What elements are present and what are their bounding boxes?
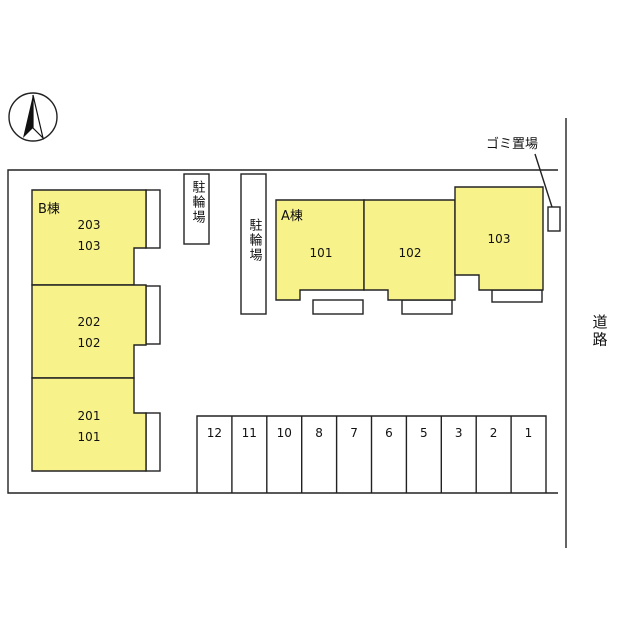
room-101: 101 bbox=[310, 246, 333, 260]
site-boundary bbox=[7, 169, 558, 494]
garbage-area-label: ゴミ置場 bbox=[486, 136, 538, 152]
room-b-103: 103 bbox=[78, 239, 101, 253]
room-b-102: 102 bbox=[78, 336, 101, 350]
parking-space-3: 3 bbox=[455, 426, 463, 440]
parking-space-5: 5 bbox=[420, 426, 428, 440]
unit-b-201-101 bbox=[31, 377, 147, 472]
room-b-203: 203 bbox=[78, 218, 101, 232]
balcony-102 bbox=[401, 299, 453, 315]
parking-space-12: 12 bbox=[207, 426, 222, 440]
room-b-101: 101 bbox=[78, 430, 101, 444]
parking-space-7: 7 bbox=[350, 426, 358, 440]
bicycle-parking-2 bbox=[240, 173, 267, 315]
balcony-101 bbox=[312, 299, 364, 315]
room-103: 103 bbox=[488, 232, 511, 246]
parking-space-1: 1 bbox=[525, 426, 533, 440]
room-102: 102 bbox=[399, 246, 422, 260]
balcony-b-201 bbox=[145, 412, 161, 472]
parking-space-6: 6 bbox=[385, 426, 393, 440]
garbage-area bbox=[547, 206, 561, 232]
parking-area: 12 11 10 8 7 6 5 3 2 1 bbox=[196, 415, 547, 493]
balcony-103 bbox=[491, 289, 543, 303]
parking-space-8: 8 bbox=[315, 426, 323, 440]
bicycle-parking-1 bbox=[183, 173, 210, 245]
building-a-label: A棟 bbox=[281, 209, 303, 224]
parking-lines bbox=[196, 415, 547, 493]
parking-space-10: 10 bbox=[277, 426, 292, 440]
unit-b-202-102 bbox=[31, 284, 147, 379]
garbage-leader-line bbox=[534, 153, 553, 208]
parking-space-2: 2 bbox=[490, 426, 498, 440]
unit-a-103 bbox=[454, 186, 544, 291]
bicycle-parking-1-label: 駐輪場 bbox=[190, 180, 206, 225]
room-b-202: 202 bbox=[78, 315, 101, 329]
bicycle-parking-2-label: 駐輪場 bbox=[247, 218, 263, 263]
road-label: 道路 bbox=[592, 313, 607, 348]
north-arrow-icon bbox=[8, 92, 58, 142]
parking-space-11: 11 bbox=[242, 426, 257, 440]
balcony-b-202 bbox=[145, 285, 161, 345]
room-b-201: 201 bbox=[78, 409, 101, 423]
balcony-b-203 bbox=[145, 189, 161, 249]
building-b-label: B棟 bbox=[38, 202, 60, 217]
